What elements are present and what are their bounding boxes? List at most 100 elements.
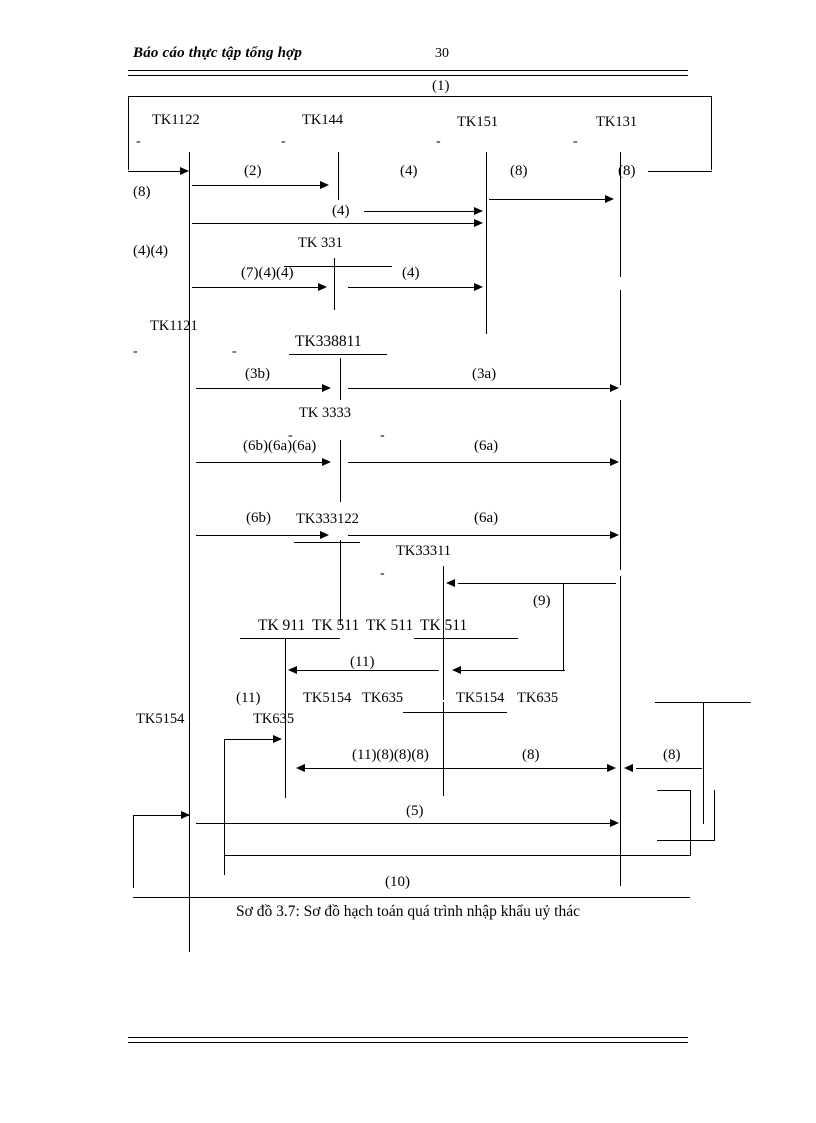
account-label-tk511-a: TK 511 <box>312 617 360 634</box>
arrowhead-6a2 <box>610 531 619 539</box>
step-label-8c: (8) <box>133 184 151 200</box>
right-t-account-stem <box>703 702 704 824</box>
step-label-2: (2) <box>244 163 262 179</box>
account-label-tk33311: TK33311 <box>396 543 452 559</box>
step-label-4a: (4) <box>400 163 418 179</box>
running-header-title: Báo cáo thực tập tổng hợp <box>133 45 303 61</box>
account-label-tk144: TK144 <box>302 112 344 128</box>
account-label-tk635-c: TK635 <box>517 690 559 706</box>
arrow-line-3b <box>196 388 324 389</box>
step-label-8e: (8) <box>663 747 681 763</box>
footer-rule <box>128 1037 688 1043</box>
step-label-6b: (6b) <box>246 510 271 526</box>
account-label-tk5154-a: TK5154 <box>136 711 185 727</box>
arrowhead-3b <box>322 384 331 392</box>
step-label-4b: (4) <box>332 203 350 219</box>
arrowhead-9 <box>446 579 455 587</box>
tk131-stem-mid2 <box>620 400 621 570</box>
account-label-tk5154-b: TK5154 <box>303 690 352 706</box>
account-label-tk151: TK151 <box>457 114 499 130</box>
arrow-line-2 <box>192 185 322 186</box>
step-label-118888: (11)(8)(8)(8) <box>352 747 429 763</box>
arrowhead-11-return <box>273 735 282 743</box>
step-label-9: (9) <box>533 593 551 609</box>
arrowhead-3a <box>610 384 619 392</box>
arrow-line-11a <box>297 670 439 671</box>
arrow-line-6a1 <box>348 462 614 463</box>
loop1-right-down <box>711 96 712 170</box>
arrow-line-5 <box>196 823 614 824</box>
step-label-10: (10) <box>385 874 410 890</box>
step-label-11b: (11) <box>236 690 261 706</box>
step-label-4c: (4) <box>402 265 420 281</box>
tk1121-credit-tick: - <box>232 344 237 359</box>
step-label-6b6a6a: (6b)(6a)(6a) <box>243 438 317 454</box>
step-label-8b: (8) <box>618 163 636 179</box>
account-label-tk331: TK 331 <box>298 235 343 251</box>
tk338811-bar <box>289 354 387 355</box>
arrowhead-11a <box>288 666 297 674</box>
arrowhead-744 <box>318 283 327 291</box>
tk511b-511c-bar <box>414 638 518 639</box>
arrowhead-6a1 <box>610 458 619 466</box>
account-label-tk635-a: TK635 <box>253 711 295 727</box>
tk144-debit-tick: - <box>436 134 441 149</box>
tk3333-stem <box>340 440 341 502</box>
loop10-right-leg <box>690 790 691 855</box>
account-label-tk511-c: TK 511 <box>420 617 468 634</box>
tk338811-stem <box>340 358 341 400</box>
arrow-line-8a <box>489 199 607 200</box>
arrow-line-6a2 <box>348 535 614 536</box>
loop1-top <box>128 96 712 97</box>
arrowhead-4b <box>474 219 483 227</box>
arrowhead-4c <box>474 283 483 291</box>
arrowhead-6b <box>320 531 329 539</box>
loop10-right-top <box>657 790 691 791</box>
tk5154-635-stem <box>443 702 444 796</box>
arrowhead-4-short <box>474 207 483 215</box>
account-label-tk5154-c: TK5154 <box>456 690 505 706</box>
arrow-line-4b <box>192 223 480 224</box>
arrowhead-8a <box>605 195 614 203</box>
account-label-tk1122: TK1122 <box>152 112 200 128</box>
tk911-stem <box>285 638 286 798</box>
tk333122-bar <box>294 542 360 543</box>
loop1-left-down <box>128 96 129 170</box>
tk3333-credit-tick: - <box>380 428 385 443</box>
tk131-stem-lower <box>620 576 621 886</box>
tk131-stem-mid <box>620 290 621 385</box>
arrow-line-6b6a6a <box>196 462 324 463</box>
tk144-stem <box>338 152 339 200</box>
step-label-8d: (8) <box>522 747 540 763</box>
tk331-bar <box>284 266 392 267</box>
arrow-line-4-short <box>364 211 476 212</box>
step5-right-top <box>657 840 715 841</box>
arrowhead-8-row-left <box>296 764 305 772</box>
step-label-6a1: (6a) <box>474 438 499 454</box>
step5-return-top <box>133 815 189 816</box>
tk33311-debit-tick: - <box>380 566 385 581</box>
account-label-tk333122: TK333122 <box>296 511 359 527</box>
tk3333-debit-tick: - <box>288 428 293 443</box>
arrow-line-6b <box>196 535 322 536</box>
loop10-top <box>224 855 691 856</box>
account-label-tk131: TK131 <box>596 114 638 130</box>
step11-return-leg <box>224 739 225 861</box>
tk1122-debit-tick: - <box>136 134 141 149</box>
loop1-left-in <box>128 171 182 172</box>
step11-return-top <box>224 739 276 740</box>
account-label-tk1121: TK1121 <box>150 318 198 334</box>
arrow-line-8-row <box>305 768 611 769</box>
step5-return-leg <box>133 815 134 888</box>
tk911-511a-bar <box>240 638 340 639</box>
step-label-44: (4)(4) <box>133 243 168 259</box>
step-label-6a2: (6a) <box>474 510 499 526</box>
tk1121-debit-tick: - <box>133 344 138 359</box>
arrowhead-5-return <box>181 811 190 819</box>
account-label-tk635-b: TK635 <box>362 690 404 706</box>
arrow-into-tk1122-step1 <box>180 167 189 175</box>
tk333122-stem <box>340 540 341 625</box>
step-label-11a: (11) <box>350 654 375 670</box>
arrowhead-5 <box>610 819 619 827</box>
